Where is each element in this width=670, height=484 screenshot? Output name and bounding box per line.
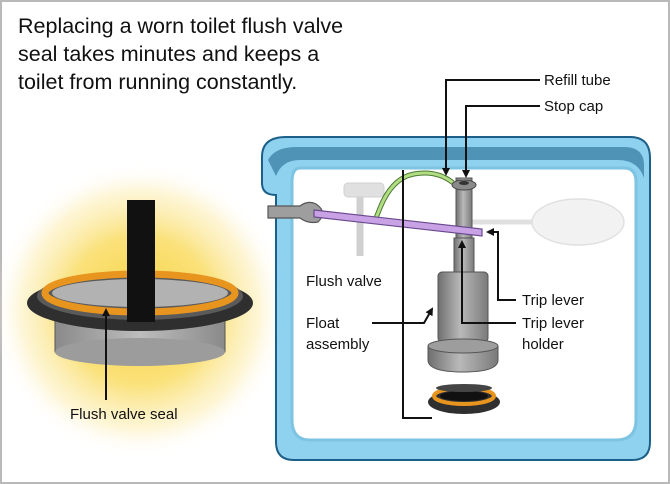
valve-stem: [453, 237, 475, 273]
toilet-tank-illustration: [261, 79, 651, 461]
float-assembly-callout: [372, 307, 433, 324]
flush-valve-bracket: [402, 170, 432, 419]
trip-lever-callout: [486, 228, 516, 301]
headline-line-1: Replacing a worn toilet flush valve: [18, 14, 344, 38]
valve-base-bottom: [55, 338, 225, 366]
label-trip-lever-holder-line-2: holder: [522, 336, 564, 353]
label-float-assembly-line-1: Float: [306, 315, 340, 332]
trip-lever-holder-callout: [458, 240, 516, 324]
label-flush-valve-seal: Flush valve seal: [70, 406, 178, 423]
headline-line-2: seal takes minutes and keeps a: [18, 42, 320, 66]
trip-lever-arm: [313, 209, 483, 237]
flush-valve-seal-illustration: [0, 162, 288, 458]
headline-line-3: toilet from running constantly.: [18, 70, 298, 94]
headline: Replacing a worn toilet flush valve seal…: [18, 12, 418, 96]
label-flush-valve: Flush valve: [306, 273, 382, 290]
tank-lid: [268, 147, 644, 178]
label-trip-lever-holder-line-1: Trip lever: [522, 315, 584, 332]
label-refill-tube: Refill tube: [544, 72, 611, 89]
label-trip-lever: Trip lever: [522, 292, 584, 309]
label-stop-cap: Stop cap: [544, 98, 604, 115]
stop-cap-callout: [462, 105, 540, 178]
label-float-assembly-line-2: assembly: [306, 336, 370, 353]
overflow-post: [127, 200, 155, 322]
refill-tube-callout: [442, 79, 540, 176]
